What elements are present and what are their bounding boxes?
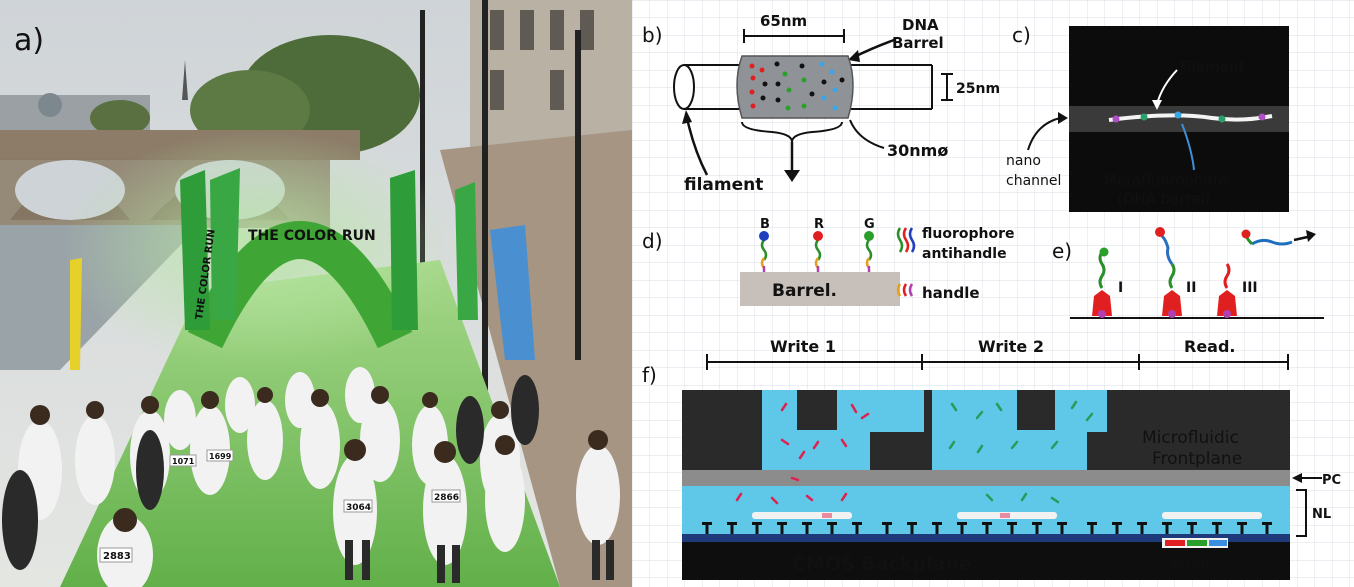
- stage-label-2: II: [1186, 280, 1196, 296]
- section-write-1: Write 1: [770, 337, 836, 356]
- stage-label-1: I: [1118, 280, 1123, 296]
- anchor-handles: [702, 522, 1272, 534]
- backplane-label: CMOS Backplane: [792, 553, 972, 575]
- microfluidic-channels: [762, 390, 1107, 470]
- panel-d-label: d): [642, 229, 663, 253]
- panel-e: e) I II III: [1052, 227, 1324, 319]
- panel-c-label: c): [1012, 23, 1031, 47]
- bib-number: 2866: [434, 493, 459, 503]
- stage-label-3: III: [1242, 280, 1258, 296]
- runner-crowd: 2883 2866 3064 1699 1071: [2, 367, 620, 587]
- c-filament-label: Filament: [1180, 58, 1244, 76]
- pc-label: PC: [1322, 473, 1341, 488]
- pixels-label: Pixels: [1172, 558, 1212, 574]
- nano-channel-label-1: nano: [1006, 153, 1041, 169]
- panel-c: c) Filament Metafluorophore (DNA barrel)…: [1006, 23, 1289, 212]
- panel-e-label: e): [1052, 239, 1072, 263]
- panel-f: f) Write 1 Write 2 Read.: [642, 337, 1341, 580]
- strand-label-g: G: [864, 217, 875, 232]
- panel-a-label: a): [14, 23, 44, 58]
- handle-label: handle: [922, 284, 980, 302]
- strand-label-b: B: [760, 217, 770, 232]
- diameter-label: 30nmø: [887, 141, 948, 160]
- metafluorophore-label-1: Metafluorophore: [1104, 171, 1228, 189]
- nl-label: NL: [1312, 507, 1331, 522]
- section-write-2: Write 2: [978, 337, 1044, 356]
- panel-f-label: f): [642, 363, 657, 387]
- panel-b: b) 65nm DNA Barrel 25nm: [642, 12, 1000, 195]
- frontplane-label-1: Microfluidic: [1142, 428, 1239, 448]
- filament-strands: [752, 512, 1262, 519]
- d-barrel-label: Barrel.: [772, 281, 837, 301]
- bib-number: 3064: [346, 503, 371, 513]
- fluorophore-label: fluorophore: [922, 226, 1015, 242]
- dna-storage-diagram: b) 65nm DNA Barrel 25nm: [632, 0, 1354, 587]
- panel-d: d) Barrel. B R G fluorophore an: [642, 217, 1015, 306]
- filament-label: filament: [684, 175, 763, 195]
- metafluorophore-label-2: (DNA barrel): [1117, 190, 1210, 208]
- write2-molecules: [948, 400, 1094, 504]
- barrel-dots: [749, 61, 845, 111]
- bib-number: 2883: [103, 551, 131, 562]
- height-label: 25nm: [956, 81, 1000, 97]
- strand-label-r: R: [814, 217, 824, 232]
- panel-b-label: b): [642, 23, 663, 47]
- bib-number: 1071: [172, 457, 195, 466]
- dna-barrel-label-1: DNA: [902, 16, 939, 34]
- antihandle-label: antihandle: [922, 246, 1007, 262]
- write1-molecules: [735, 402, 870, 505]
- color-run-photo: THE COLOR RUN THE COLOR RUN: [0, 0, 632, 587]
- section-read: Read.: [1184, 337, 1236, 356]
- frontplane-label-2: Frontplane: [1152, 449, 1242, 469]
- arch-text: THE COLOR RUN: [248, 228, 376, 244]
- width-label: 65nm: [760, 12, 807, 30]
- bib-number: 1699: [209, 452, 232, 461]
- dna-barrel-label-2: Barrel: [892, 34, 944, 52]
- nano-channel-label-2: channel: [1006, 173, 1061, 189]
